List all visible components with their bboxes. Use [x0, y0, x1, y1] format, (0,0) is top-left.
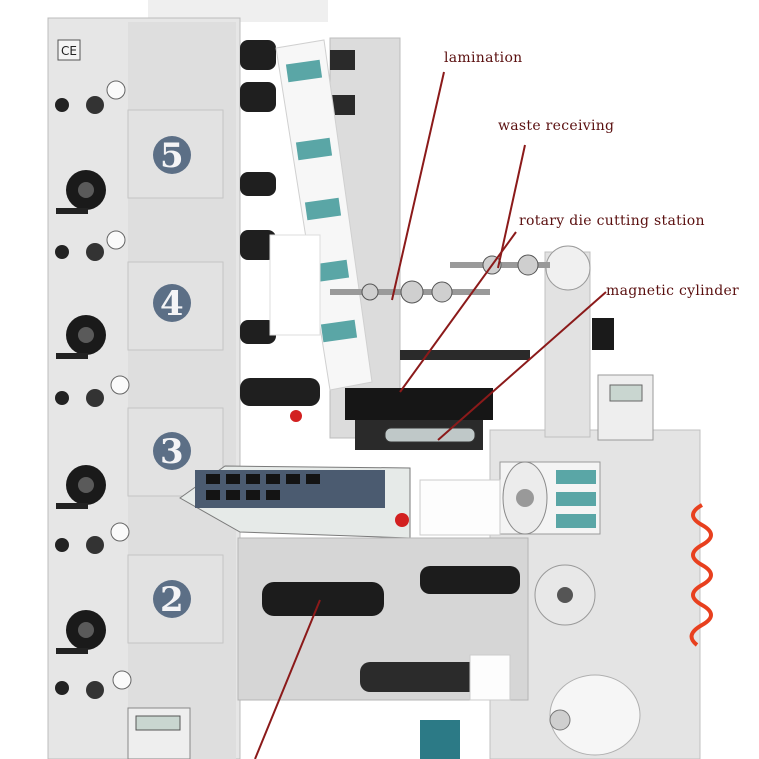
unit-badge-4: [153, 284, 191, 322]
unit-panel-2: 2: [127, 554, 224, 644]
right-black-knob: [592, 318, 614, 350]
callout-magnetic-cylinder: [437, 291, 607, 441]
callout-rotary-die: [399, 231, 517, 393]
die-station-top: [345, 388, 493, 420]
lower-roller-2: [420, 566, 520, 594]
web-labels: [285, 59, 358, 343]
emergency-stop: [395, 513, 409, 527]
white-web-lower: [419, 479, 501, 536]
label-rotary-die-cutting-station: rotary die cutting station: [519, 213, 705, 229]
spring-hose: [689, 503, 713, 647]
label-waste-receiving: waste receiving: [498, 118, 615, 134]
callout-lower: [254, 599, 321, 759]
callout-lamination: [391, 71, 445, 301]
magnetic-cylinder: [384, 427, 476, 443]
unit-badge-2: [153, 580, 191, 618]
gauges: [55, 80, 132, 699]
label-roll-core: [516, 489, 534, 507]
print-rollers: [240, 40, 355, 406]
unit-badge-3: [153, 432, 191, 470]
control-panel-buttons: [206, 474, 320, 500]
unit-number-2: 2: [160, 580, 184, 620]
unit-number-5: 5: [160, 136, 184, 176]
white-web-unit-4: [269, 234, 321, 336]
die-bar: [400, 350, 530, 360]
label-roll-prints: [556, 470, 596, 528]
right-column-hub: [545, 245, 591, 291]
bottom-controller-display: [135, 715, 181, 731]
ce-plate: [57, 39, 81, 61]
rewind-roll: [549, 674, 641, 756]
lower-roller-3: [360, 662, 500, 692]
callout-lines: [254, 71, 607, 759]
rewind-roll-core: [549, 709, 571, 731]
label-lamination: lamination: [444, 50, 523, 66]
handwheels: [56, 170, 106, 654]
lower-roller-1: [262, 582, 384, 616]
right-control-display: [609, 384, 643, 402]
unit-badge-5: [153, 136, 191, 174]
unit-number-4: 4: [160, 284, 184, 324]
unit-panel-5: 5: [127, 109, 224, 199]
rewind-disc-hub: [557, 587, 573, 603]
top-column: [148, 0, 328, 22]
unit-panel-4: 4: [127, 261, 224, 351]
red-knob: [290, 410, 302, 422]
callout-waste-receiving: [497, 144, 526, 269]
bottom-teal-box: [420, 720, 460, 759]
label-magnetic-cylinder: magnetic cylinder: [606, 283, 740, 299]
shafts: [330, 254, 550, 304]
ce-mark: CE: [61, 44, 77, 58]
lower-white-web: [469, 654, 511, 701]
unit-number-3: 3: [160, 432, 184, 472]
